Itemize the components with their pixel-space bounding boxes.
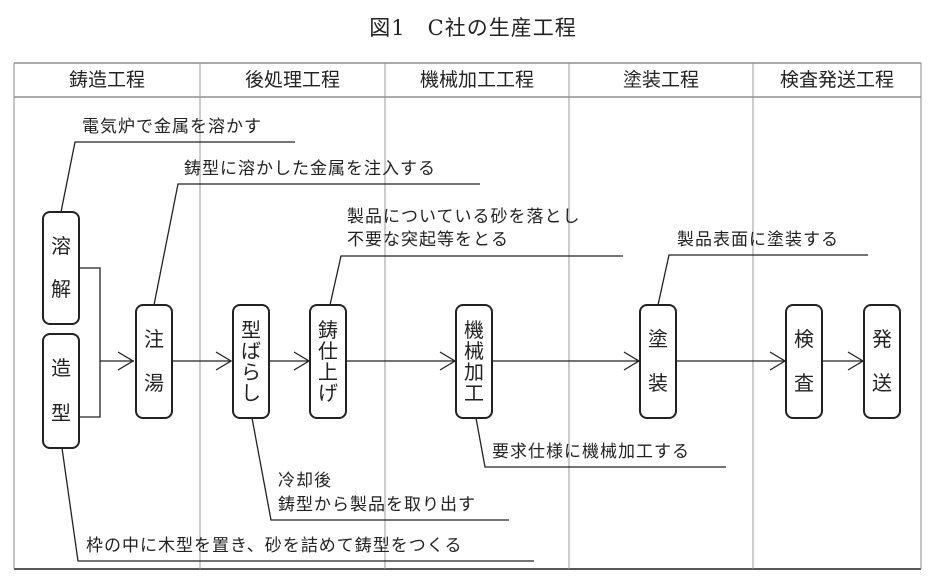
step-char: 加 <box>464 359 484 384</box>
column-header-machining: 機械加工工程 <box>419 69 534 91</box>
note-fettling-line1: 製品についている砂を落とし <box>347 207 581 227</box>
note-shakeout-line2: 鋳型から製品を取り出す <box>278 495 476 515</box>
step-painting: 塗 装 <box>639 304 677 419</box>
step-char: げ <box>318 380 338 405</box>
step-char: 鋳 <box>318 317 338 342</box>
step-char: 塗 <box>648 327 668 351</box>
leader-shakeout <box>251 417 509 521</box>
step-fettling: 鋳 仕 上 げ <box>309 304 347 419</box>
step-char: 型 <box>51 400 71 425</box>
note-pouring: 鋳型に溶かした金属を注入する <box>184 159 436 179</box>
step-char: 上 <box>318 359 338 384</box>
arrow-head <box>117 351 135 371</box>
step-char: 型 <box>241 317 261 342</box>
step-char: 解 <box>51 277 71 302</box>
step-char: ば <box>241 338 261 363</box>
note-molding: 枠の中に木型を置き、砂を詰めて鋳型をつくる <box>86 536 463 556</box>
step-char: ら <box>241 359 261 384</box>
step-char: 械 <box>464 338 484 363</box>
step-char: 発 <box>872 327 892 351</box>
step-char: 機 <box>464 317 484 342</box>
merge-bracket <box>79 267 101 418</box>
note-painting: 製品表面に塗装する <box>677 230 839 250</box>
note-fettling-line2: 不要な突起等をとる <box>347 230 509 250</box>
step-pouring: 注 湯 <box>135 304 173 419</box>
column-header-casting: 鋳造工程 <box>68 69 145 91</box>
step-char: 注 <box>144 327 164 351</box>
leader-machining <box>475 417 726 468</box>
step-char: 送 <box>872 371 892 395</box>
leader-molding <box>61 447 534 562</box>
leader-melting <box>60 141 295 213</box>
step-char: 溶 <box>51 233 71 258</box>
note-shakeout-line1: 冷却後 <box>278 471 332 491</box>
step-shakeout: 型 ば ら し <box>232 304 270 419</box>
step-char: 造 <box>51 356 71 381</box>
note-machining: 要求仕様に機械加工する <box>492 442 690 462</box>
step-shipping: 発 送 <box>863 304 901 419</box>
step-melting: 溶 解 <box>42 211 80 325</box>
step-inspection: 検 査 <box>785 304 823 419</box>
leader-fettling <box>329 255 623 306</box>
note-melting: 電気炉で金属を溶かす <box>82 117 262 137</box>
figure-title: 図1 C社の生産工程 <box>369 16 577 40</box>
column-header-post-processing: 後処理工程 <box>244 69 340 91</box>
column-header-inspection-shipping: 検査発送工程 <box>779 69 894 91</box>
step-machining: 機 械 加 工 <box>455 304 493 419</box>
step-molding: 造 型 <box>42 333 80 449</box>
leader-painting <box>657 254 868 306</box>
step-char: 工 <box>464 380 484 405</box>
step-char: 仕 <box>318 338 338 363</box>
leader-pouring <box>153 183 480 306</box>
arrow-head <box>215 351 233 371</box>
step-char: 査 <box>794 371 814 395</box>
step-char: 装 <box>648 371 668 395</box>
step-char: 湯 <box>144 371 164 395</box>
column-header-painting: 塗装工程 <box>622 69 699 91</box>
step-char: 検 <box>794 327 814 351</box>
step-char: し <box>241 380 261 405</box>
